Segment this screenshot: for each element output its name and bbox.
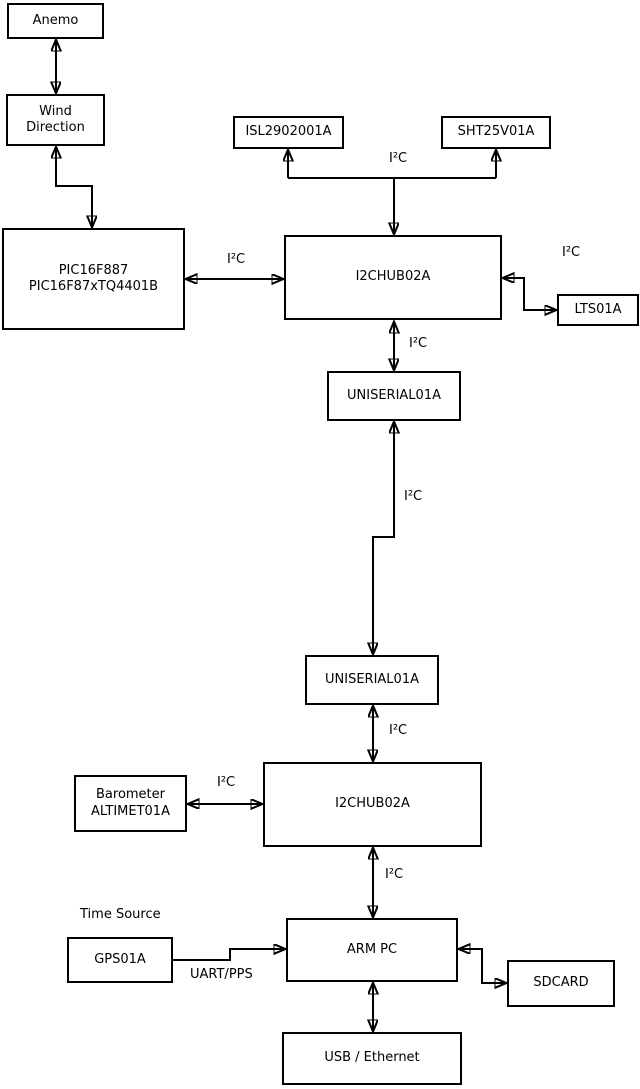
node-arm-pc: ARM PC	[286, 918, 458, 982]
edge-label-hub1-lts-i2c: I²C	[562, 245, 581, 260]
node-arm-pc-label: ARM PC	[346, 941, 398, 957]
edge-label-sensor-bus-i2c: I²C	[389, 151, 408, 166]
node-usb-ethernet: USB / Ethernet	[282, 1032, 462, 1085]
node-i2c-hub-1-label: I2CHUB02A	[355, 269, 431, 285]
edge-label-barometer-hub2-i2c: I²C	[217, 775, 236, 790]
edge-label-pic-hub1-i2c: I²C	[227, 252, 246, 267]
edge-label-hub2-armpc-i2c: I²C	[385, 867, 404, 882]
node-sdcard: SDCARD	[507, 960, 615, 1007]
node-gps-label: GPS01A	[94, 951, 146, 967]
connector-gps-armpc	[173, 949, 285, 961]
edge-label-uniserial2-hub2-i2c: I²C	[389, 723, 408, 738]
edge-label-hub1-uniserial1-i2c: I²C	[409, 336, 428, 351]
edge-label-uart-pps: UART/PPS	[190, 967, 253, 982]
edge-label-uniserial-link-i2c: I²C	[404, 489, 423, 504]
node-sht-sensor: SHT25V01A	[441, 116, 551, 149]
node-i2c-hub-1: I2CHUB02A	[284, 235, 502, 320]
edge-label-time-source: Time Source	[80, 907, 161, 922]
connector-uniserial1-uniserial2	[373, 422, 394, 654]
node-wind-direction-label: Wind Direction	[26, 103, 85, 135]
node-barometer-label: Barometer ALTIMET01A	[91, 787, 170, 819]
connector-wind-pic	[56, 147, 92, 227]
node-lts-sensor-label: LTS01A	[574, 301, 622, 317]
node-uniserial-1-label: UNISERIAL01A	[347, 387, 441, 403]
node-sht-sensor-label: SHT25V01A	[457, 124, 535, 140]
node-sdcard-label: SDCARD	[533, 975, 589, 991]
node-anemometer-label: Anemo	[32, 12, 79, 28]
node-i2c-hub-2-label: I2CHUB02A	[335, 796, 410, 812]
node-lts-sensor: LTS01A	[557, 294, 639, 326]
node-usb-ethernet-label: USB / Ethernet	[324, 1050, 420, 1066]
node-isl-sensor: ISL2902001A	[233, 116, 344, 149]
node-gps: GPS01A	[67, 937, 173, 983]
node-pic-microcontroller-label: PIC16F887 PIC16F87xTQ4401B	[28, 262, 159, 294]
node-uniserial-2-label: UNISERIAL01A	[325, 671, 419, 687]
node-isl-sensor-label: ISL2902001A	[245, 124, 332, 140]
node-uniserial-2: UNISERIAL01A	[305, 655, 439, 705]
node-i2c-hub-2: I2CHUB02A	[263, 762, 482, 847]
node-wind-direction: Wind Direction	[6, 94, 105, 146]
node-anemometer: Anemo	[7, 3, 104, 39]
connector-hub1-lts	[503, 278, 556, 310]
node-barometer: Barometer ALTIMET01A	[74, 775, 187, 832]
node-pic-microcontroller: PIC16F887 PIC16F87xTQ4401B	[2, 228, 185, 330]
node-uniserial-1: UNISERIAL01A	[327, 371, 461, 421]
connector-armpc-sdcard	[459, 949, 506, 983]
